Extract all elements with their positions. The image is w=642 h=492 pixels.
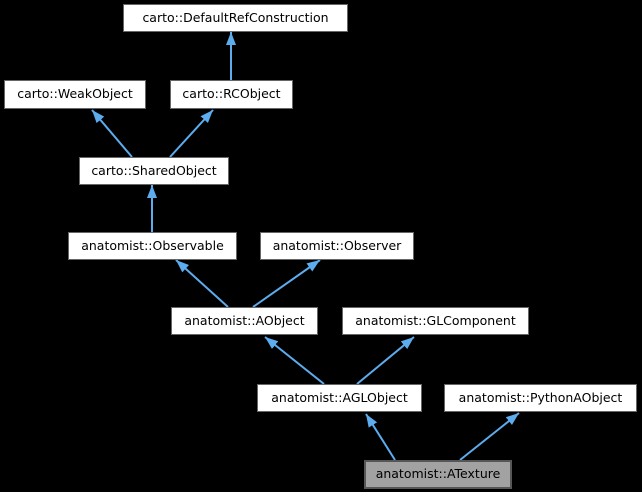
class-node-carto-sharedobject[interactable]: carto::SharedObject xyxy=(79,157,229,185)
class-node-anatomist-atexture[interactable]: anatomist::ATexture xyxy=(364,460,512,489)
class-node-label: anatomist::PythonAObject xyxy=(458,389,623,405)
inheritance-arrow-anatomist-atexture-to-anatomist-pythonaobject xyxy=(459,412,520,461)
class-node-carto-rcobject[interactable]: carto::RCObject xyxy=(170,80,293,109)
class-node-anatomist-aglobject[interactable]: anatomist::AGLObject xyxy=(257,384,422,412)
class-node-anatomist-aobject[interactable]: anatomist::AObject xyxy=(171,307,318,335)
class-node-label: anatomist::Observer xyxy=(272,237,402,253)
inheritance-edges xyxy=(91,32,520,461)
inheritance-arrow-anatomist-aglobject-to-anatomist-glcomponent xyxy=(356,336,415,385)
inheritance-arrow-anatomist-atexture-to-anatomist-aglobject xyxy=(365,413,396,461)
class-node-label: anatomist::AGLObject xyxy=(271,389,408,405)
inheritance-arrow-carto-sharedobject-to-carto-weakobject xyxy=(91,109,133,158)
class-node-label: anatomist::AObject xyxy=(184,312,305,328)
inheritance-arrow-carto-sharedobject-to-carto-rcobject xyxy=(169,109,214,158)
class-node-label: carto::DefaultRefConstruction xyxy=(142,9,329,25)
inheritance-arrow-anatomist-aglobject-to-anatomist-aobject xyxy=(264,336,325,385)
class-node-label: carto::WeakObject xyxy=(17,86,133,102)
class-node-anatomist-glcomponent[interactable]: anatomist::GLComponent xyxy=(342,307,529,335)
class-node-label: anatomist::GLComponent xyxy=(355,312,516,328)
class-node-carto-defaultrefconstruction[interactable]: carto::DefaultRefConstruction xyxy=(123,4,348,32)
class-node-label: anatomist::Observable xyxy=(81,237,224,253)
class-node-carto-weakobject[interactable]: carto::WeakObject xyxy=(4,80,146,109)
class-node-anatomist-observable[interactable]: anatomist::Observable xyxy=(68,232,237,260)
class-node-label: anatomist::ATexture xyxy=(375,466,501,482)
class-node-label: carto::SharedObject xyxy=(91,162,217,178)
class-node-anatomist-observer[interactable]: anatomist::Observer xyxy=(260,232,414,260)
inheritance-arrow-anatomist-aobject-to-anatomist-observer xyxy=(252,259,321,308)
class-node-anatomist-pythonaobject[interactable]: anatomist::PythonAObject xyxy=(444,384,637,412)
inheritance-arrow-anatomist-aobject-to-anatomist-observable xyxy=(175,259,229,308)
class-node-label: carto::RCObject xyxy=(182,86,281,102)
